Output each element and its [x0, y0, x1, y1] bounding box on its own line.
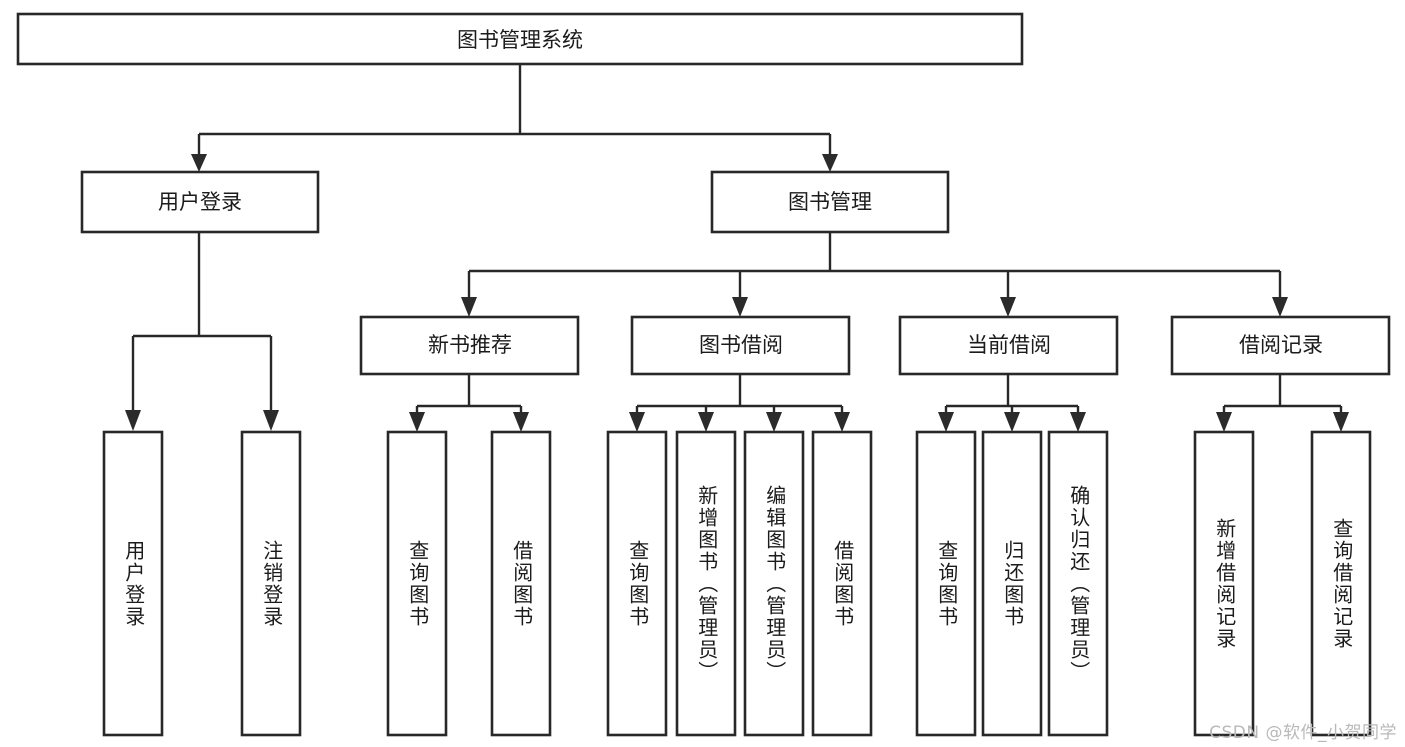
arrow-leaf-query-book-1: [409, 412, 425, 432]
node-leaf-edit-book-box[interactable]: [743, 430, 805, 737]
arrow-leaf-user-logout: [263, 410, 279, 431]
nodes-layer: 图书管理系统 用户登录 图书管理 新书推荐 图书借阅: [16, 12, 1391, 737]
node-root[interactable]: 图书管理系统: [16, 12, 1024, 66]
arrow-leaf-borrow-book-2: [834, 412, 850, 432]
arrow-to-borrow-record: [1272, 297, 1288, 317]
node-user-login[interactable]: 用户登录: [80, 170, 320, 234]
node-user-login-label: 用户登录: [158, 190, 242, 214]
arrow-leaf-return-book: [1004, 412, 1020, 432]
node-book-manage[interactable]: 图书管理: [710, 170, 950, 234]
node-current-borrow[interactable]: 当前借阅: [898, 315, 1119, 376]
arrow-leaf-edit-book: [766, 412, 782, 432]
node-borrow-record[interactable]: 借阅记录: [1170, 315, 1391, 376]
arrow-to-new-book-recommend: [461, 297, 477, 317]
node-leaf-query-book-3-box[interactable]: [915, 430, 977, 737]
node-current-borrow-label: 当前借阅: [967, 333, 1051, 357]
node-book-manage-box[interactable]: [710, 170, 950, 234]
node-leaf-user-login-box[interactable]: [102, 430, 164, 737]
arrow-to-current-borrow: [1000, 297, 1016, 317]
arrow-leaf-user-login: [125, 410, 141, 431]
node-leaf-borrow-book-2-box[interactable]: [811, 430, 873, 737]
arrow-leaf-borrow-book-1: [513, 412, 529, 432]
node-book-manage-label: 图书管理: [788, 190, 872, 214]
node-user-login-box[interactable]: [80, 170, 320, 234]
node-leaf-confirm-return-box[interactable]: [1047, 430, 1109, 737]
node-book-borrow[interactable]: 图书借阅: [630, 315, 851, 376]
node-leaf-query-book-2-box[interactable]: [606, 430, 668, 737]
csdn-watermark: CSDN @软件_小贺同学: [1209, 723, 1397, 743]
node-leaf-query-book-1-box[interactable]: [386, 430, 448, 737]
node-root-box[interactable]: [16, 12, 1024, 66]
node-leaf-return-book-box[interactable]: [981, 430, 1043, 737]
arrow-leaf-query-book-3: [938, 412, 954, 432]
node-leaf-query-record-box[interactable]: [1310, 430, 1372, 737]
node-root-label: 图书管理系统: [457, 28, 583, 52]
node-leaf-add-book-box[interactable]: [675, 430, 737, 737]
node-book-borrow-label: 图书借阅: [699, 333, 783, 357]
node-book-borrow-box[interactable]: [630, 315, 851, 376]
arrow-leaf-add-record: [1216, 412, 1232, 432]
node-new-book-recommend-box[interactable]: [359, 315, 580, 376]
arrow-to-user-login: [191, 154, 207, 172]
arrow-leaf-query-book-2: [629, 412, 645, 432]
arrow-leaf-confirm-return: [1070, 412, 1086, 432]
node-borrow-record-label: 借阅记录: [1239, 333, 1323, 357]
node-borrow-record-box[interactable]: [1170, 315, 1391, 376]
arrow-to-book-manage: [822, 154, 838, 172]
node-new-book-recommend[interactable]: 新书推荐: [359, 315, 580, 376]
node-leaf-user-logout-box[interactable]: [240, 430, 302, 737]
node-leaf-borrow-book-1-box[interactable]: [490, 430, 552, 737]
arrow-leaf-query-record: [1333, 412, 1349, 432]
arrow-to-book-borrow: [732, 297, 748, 317]
node-new-book-recommend-label: 新书推荐: [428, 333, 512, 357]
node-current-borrow-box[interactable]: [898, 315, 1119, 376]
edges-layer: [125, 64, 1349, 432]
node-leaf-add-record-box[interactable]: [1193, 430, 1255, 737]
arrow-leaf-add-book: [698, 412, 714, 432]
